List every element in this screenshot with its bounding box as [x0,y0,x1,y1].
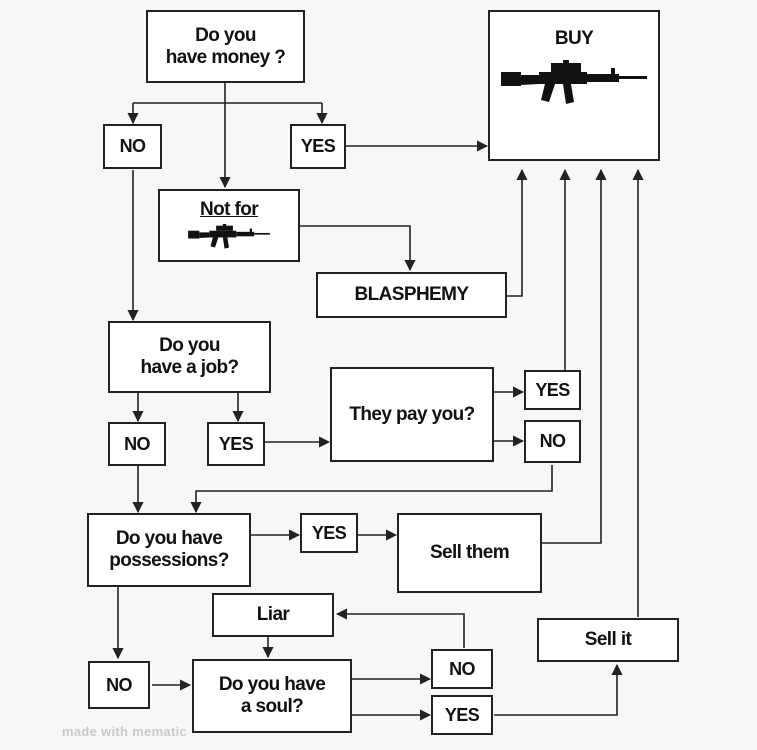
rifle-icon [501,59,647,104]
question-have-possessions: Do you have possessions? [87,513,251,587]
answer-label: NO [449,658,475,679]
arrow [300,225,416,272]
question-have-money: Do you have money ? [146,10,305,83]
buy-box: BUY [488,10,660,161]
answer-yes-possessions: YES [300,513,358,553]
rifle-icon [188,224,270,250]
answer-yes-money: YES [290,124,346,169]
answer-no-job: NO [108,422,166,466]
question-line: have money ? [165,46,286,68]
answer-no-pay: NO [524,420,581,463]
liar-box: Liar [212,593,334,637]
arrow [541,168,607,544]
answer-label: NO [106,674,132,695]
question-line: Do you have [115,528,223,550]
answer-label: YES [218,433,254,454]
answer-label: YES [311,522,347,543]
arrow [190,465,553,514]
arrow [335,608,465,648]
answer-yes-pay: YES [524,370,581,410]
sell-them-label: Sell them [429,542,510,564]
answer-yes-soul: YES [431,695,493,735]
answer-label: YES [300,136,336,157]
sell-them-box: Sell them [397,513,542,593]
answer-label: NO [539,431,566,452]
answer-label: YES [444,704,480,725]
answer-label: YES [535,379,570,400]
not-for-label: Not for [199,198,259,220]
liar-label: Liar [256,604,290,626]
question-line: a soul? [240,696,304,717]
blasphemy-box: BLASPHEMY [316,272,507,318]
answer-no-possessions: NO [88,661,150,709]
question-they-pay: They pay you? [330,367,494,462]
answer-no-soul: NO [431,649,493,689]
question-line: They pay you? [349,403,475,425]
question-have-soul: Do you have a soul? [192,659,352,733]
question-line: Do you [195,24,256,46]
question-line: Do you have [218,674,326,696]
buy-label: BUY [554,28,594,49]
answer-label: NO [119,136,146,157]
sell-it-label: Sell it [584,629,632,651]
answer-yes-job: YES [207,422,265,466]
arrow [494,663,623,716]
not-for-box: Not for [158,189,300,262]
question-have-job: Do you have a job? [108,321,271,393]
question-line: have a job? [140,357,240,378]
answer-label: NO [124,433,150,454]
question-line: possessions? [109,550,229,571]
blasphemy-label: BLASPHEMY [354,284,469,306]
watermark: made with mematic [62,724,188,739]
sell-it-box: Sell it [537,618,679,662]
arrow [506,168,528,297]
question-line: Do you [159,335,220,357]
answer-no-money: NO [103,124,162,169]
